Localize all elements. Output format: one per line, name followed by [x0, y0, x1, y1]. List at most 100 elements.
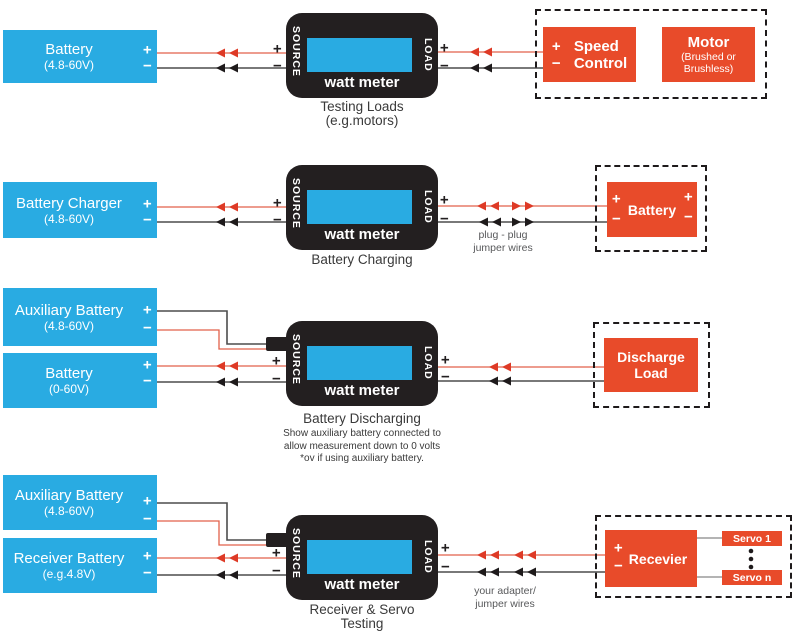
main-battery-voltage: (0-60V) [48, 382, 89, 396]
charged-battery-left-minus: − [611, 210, 621, 228]
source-label: SOURCE [290, 25, 302, 77]
motor-title: Motor [687, 34, 730, 51]
lcd-screen [307, 38, 412, 72]
wire-aux-battery-to-meter [157, 502, 290, 547]
receiver-battery-box: Receiver Battery (e.g.4.8V) [3, 538, 157, 593]
charged-battery-right-minus: − [683, 208, 693, 226]
receiver-battery-minus-terminal: − [142, 564, 152, 582]
charger-minus-terminal: − [142, 211, 152, 229]
aux-battery-box: Auxiliary Battery (4.8-60V) [3, 288, 157, 346]
row1-caption: Testing Loads (e.g.motors) [320, 99, 404, 128]
wire-battery-to-source [157, 48, 288, 73]
load-minus-terminal: − [440, 368, 450, 386]
main-battery-title: Battery [45, 365, 93, 382]
wire-charger-to-source [157, 202, 288, 227]
load-label: LOAD [422, 38, 434, 72]
source-label: SOURCE [290, 527, 302, 579]
watt-meter: SOURCE LOAD watt meter [286, 165, 438, 250]
charged-battery-left-plus: + [611, 190, 621, 208]
watt-meter-label: watt meter [324, 226, 400, 243]
source-plus-terminal: + [271, 544, 281, 562]
wire-load-to-battery [436, 201, 609, 227]
wire-load-to-speed-control [436, 47, 545, 73]
lcd-screen [307, 540, 412, 574]
discharge-load-line1: Discharge [617, 349, 685, 365]
lcd-screen [307, 190, 412, 224]
aux-battery-box: Auxiliary Battery (4.8-60V) [3, 475, 157, 530]
row2-caption: Battery Charging [311, 252, 413, 267]
aux-battery-plus-terminal: + [142, 492, 152, 510]
aux-battery-title: Auxiliary Battery [14, 487, 124, 504]
lcd-screen [307, 346, 412, 380]
speed-control-word1: Speed [573, 37, 619, 55]
row3-caption: Battery Discharging [303, 411, 421, 426]
wire-aux-battery-to-meter [157, 310, 290, 351]
receiver-minus-terminal: − [613, 557, 623, 575]
receiver-battery-plus-terminal: + [142, 547, 152, 565]
charged-battery-box: Battery [607, 182, 697, 237]
battery-plus-terminal: + [142, 41, 152, 59]
load-label: LOAD [422, 346, 434, 380]
load-label: LOAD [422, 190, 434, 224]
charger-title: Battery Charger [16, 194, 122, 212]
load-label: LOAD [422, 540, 434, 574]
charging-target-group [595, 165, 707, 252]
battery-charger-box: Battery Charger (4.8-60V) [3, 182, 157, 238]
receiver-box: Recevier [605, 530, 697, 587]
watt-meter: SOURCE LOAD watt meter [286, 515, 438, 600]
load-plus-terminal: + [440, 351, 450, 369]
main-battery-box: Battery (0-60V) [3, 353, 157, 408]
servo-n-label: Servo n [732, 571, 772, 584]
testing-loads-group [535, 9, 767, 99]
main-battery-minus-terminal: − [142, 372, 152, 390]
source-plus-terminal: + [272, 194, 282, 212]
load-minus-terminal: − [440, 558, 450, 576]
source-plus-terminal: + [271, 352, 281, 370]
speed-control-word2: Control [573, 54, 628, 72]
speed-control-minus: − [551, 54, 561, 72]
watt-meter-label: watt meter [324, 74, 400, 91]
motor-sub1: (Brushed or [681, 51, 736, 63]
load-plus-terminal: + [439, 39, 449, 57]
servo-1-box: Servo 1 [722, 531, 782, 546]
charger-voltage: (4.8-60V) [43, 211, 95, 226]
wire-rx-battery-to-source [157, 553, 288, 580]
battery-title: Battery [45, 41, 93, 58]
aux-battery-voltage: (4.8-60V) [43, 504, 95, 518]
source-minus-terminal: − [272, 211, 282, 229]
discharge-load-box: Discharge Load [604, 338, 698, 392]
speed-control-plus: + [551, 37, 561, 55]
row4-caption: Receiver & Servo Testing [309, 602, 415, 631]
speed-control-box: + Speed − Control [543, 27, 636, 82]
aux-battery-plus-terminal: + [142, 301, 152, 319]
source-minus-terminal: − [271, 370, 281, 388]
receiver-battery-title: Receiver Battery [13, 550, 125, 567]
main-battery-plus-terminal: + [142, 356, 152, 374]
battery-voltage: (4.8-60V) [43, 58, 95, 72]
battery-box: Battery (4.8-60V) [3, 30, 157, 83]
row3-notes: Show auxiliary battery connected to allo… [283, 428, 441, 464]
servo-1-label: Servo 1 [733, 532, 771, 545]
receiver-servo-group [595, 515, 792, 598]
source-label: SOURCE [290, 177, 302, 229]
charger-plus-terminal: + [142, 195, 152, 213]
receiver-battery-voltage: (e.g.4.8V) [42, 567, 96, 581]
aux-battery-minus-terminal: − [142, 319, 152, 337]
motor-sub2: Brushless) [683, 63, 734, 75]
charged-battery-right-plus: + [683, 188, 693, 206]
wire-load-to-discharge-load [436, 362, 606, 386]
jumper-wires-note: plug - plug jumper wires [473, 229, 533, 254]
motor-box: Motor (Brushed or Brushless) [662, 27, 755, 82]
wire-receiver-to-servos [697, 537, 754, 578]
discharge-load-line2: Load [634, 365, 668, 381]
aux-battery-title: Auxiliary Battery [14, 301, 124, 319]
charged-battery-title: Battery [627, 201, 677, 218]
load-plus-terminal: + [439, 191, 449, 209]
receiver-plus-terminal: + [613, 539, 623, 557]
wire-battery-to-source [157, 361, 288, 387]
source-label: SOURCE [290, 333, 302, 385]
watt-meter-label: watt meter [324, 382, 400, 399]
source-plus-terminal: + [272, 40, 282, 58]
